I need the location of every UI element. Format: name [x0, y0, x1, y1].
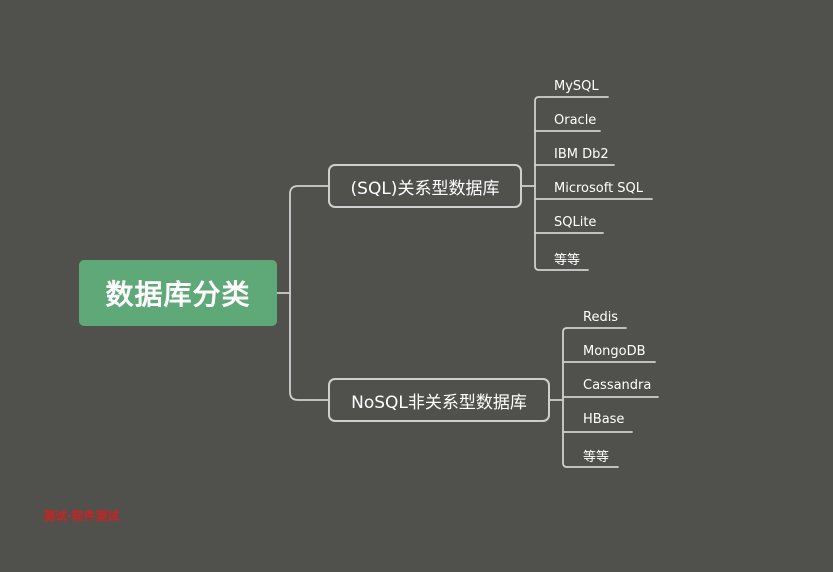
leaf-hbase: HBase — [583, 412, 625, 427]
leaf-mysql: MySQL — [554, 79, 599, 94]
leaf-sqlite: SQLite — [554, 215, 597, 230]
leaf-ibm-db2: IBM Db2 — [554, 147, 609, 162]
leaf-sql-etc: 等等 — [554, 253, 581, 268]
root-node: 数据库分类 — [79, 260, 277, 326]
leaf-microsoft-sql: Microsoft SQL — [554, 181, 644, 196]
leaf-oracle: Oracle — [554, 113, 597, 128]
connector-root-to-sql — [289, 185, 329, 294]
leaf-nosql-etc: 等等 — [583, 450, 610, 465]
watermark: 测试·软件测试 — [43, 509, 120, 523]
leaf-mongodb: MongoDB — [583, 344, 646, 359]
leaf-cassandra: Cassandra — [583, 378, 652, 393]
branch-nosql-node: NoSQL非关系型数据库 — [328, 378, 550, 422]
connector-sql-spine — [534, 96, 540, 271]
branch-sql-node: (SQL)关系型数据库 — [328, 164, 522, 208]
connector-root-to-nosql — [289, 292, 329, 401]
leaf-redis: Redis — [583, 310, 619, 325]
